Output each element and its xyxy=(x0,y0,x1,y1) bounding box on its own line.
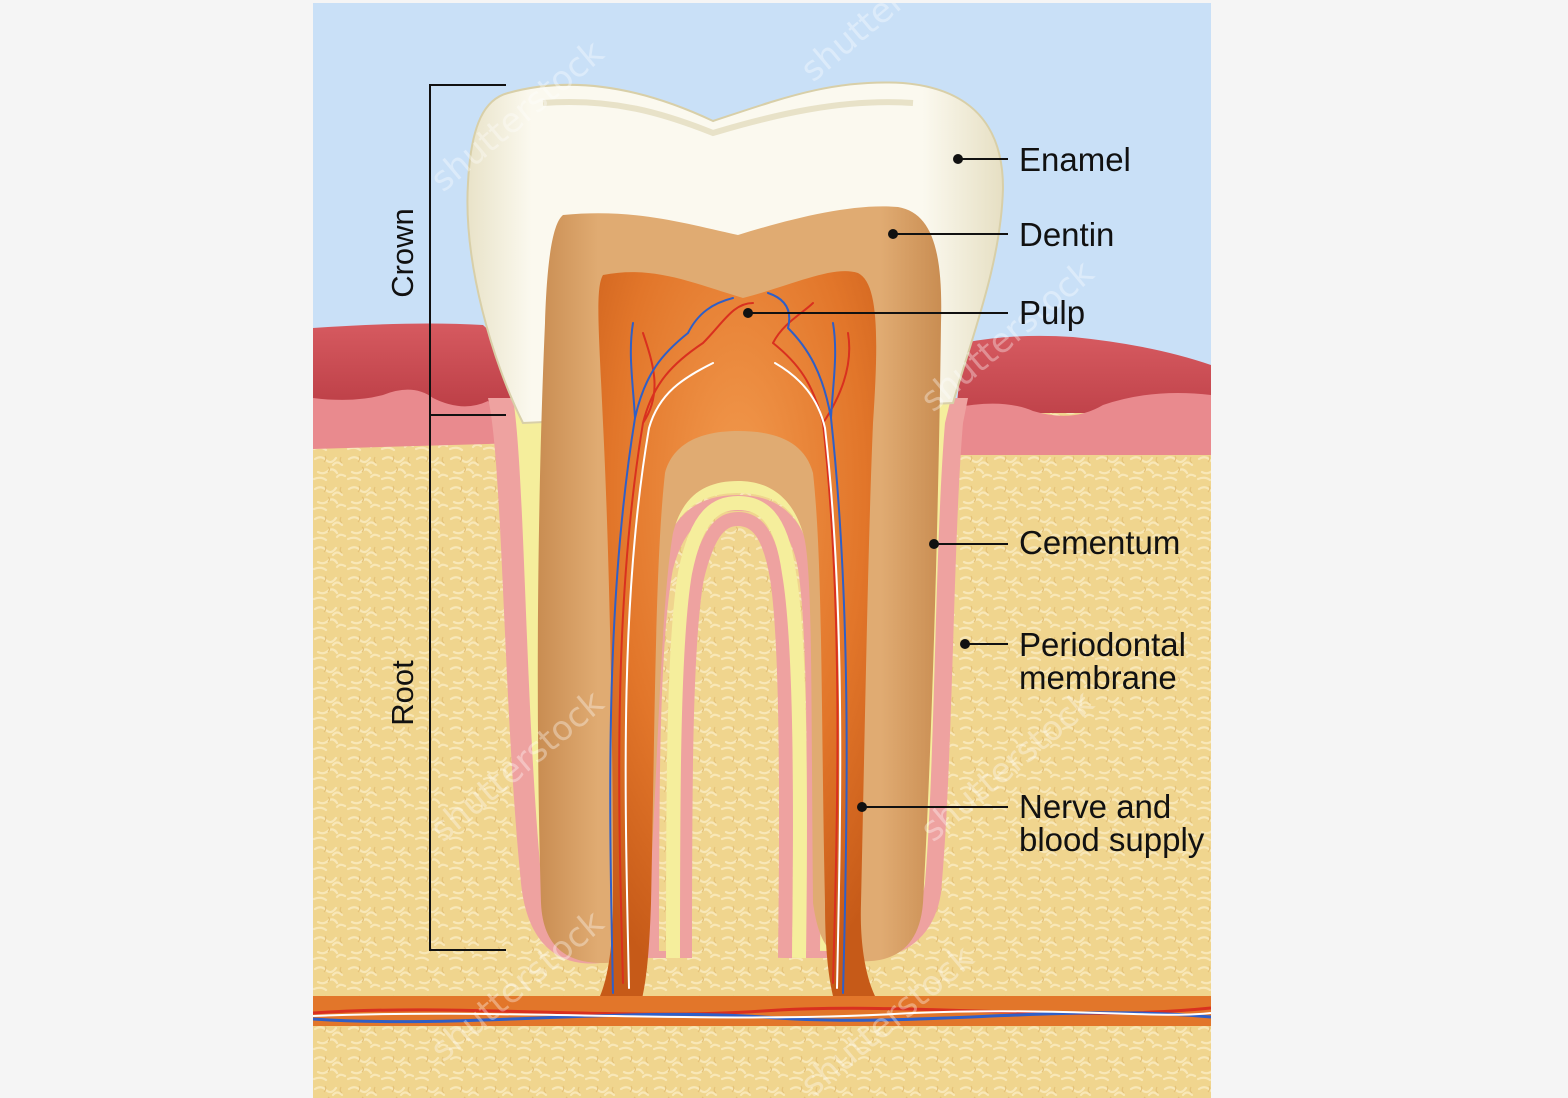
gum-edge-left xyxy=(313,389,523,449)
pulp xyxy=(588,271,888,1014)
crown-root-bracket xyxy=(429,84,506,951)
enamel-highlight xyxy=(542,99,914,137)
label-nerve-line1: Nerve and xyxy=(1019,788,1171,825)
label-nerve-line2: blood supply xyxy=(1019,821,1205,858)
gum-edge-right xyxy=(953,392,1211,455)
label-pulp: Pulp xyxy=(1019,294,1085,331)
base-nerve xyxy=(313,1010,1211,1019)
label-periodontal-line2: membrane xyxy=(1019,659,1177,696)
cementum-callout xyxy=(929,539,1008,549)
crown-label: Crown xyxy=(385,208,420,298)
nerve-callout xyxy=(857,802,1008,812)
label-enamel: Enamel xyxy=(1019,141,1131,178)
dentin-callout xyxy=(888,229,1008,239)
periodontal-callout xyxy=(960,639,1008,649)
label-cementum: Cementum xyxy=(1019,524,1180,561)
tooth-anatomy-diagram: shutterstock shutterst shutterstock shut… xyxy=(313,3,1211,1098)
label-dentin: Dentin xyxy=(1019,216,1114,253)
pulp-callout xyxy=(743,308,1008,318)
enamel-callout xyxy=(953,154,1008,164)
vessel-tree xyxy=(609,292,851,994)
septum-fill xyxy=(681,515,791,958)
root-label: Root xyxy=(385,660,420,726)
label-periodontal-line1: Periodontal xyxy=(1019,626,1186,663)
gum-left xyxy=(313,323,528,423)
